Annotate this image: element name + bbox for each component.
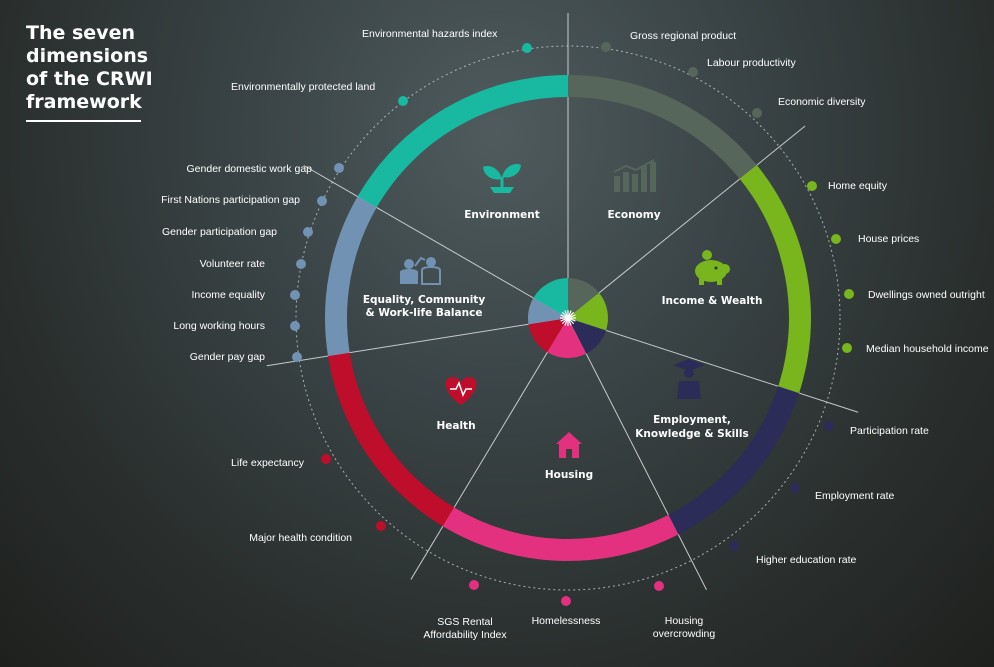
ring-segment-income [739, 165, 811, 394]
dimension-label-health: Health [436, 420, 475, 432]
label-major-health-condition: Major health condition [249, 532, 352, 544]
label-participation-rate: Participation rate [850, 425, 929, 437]
center-slice-health [528, 318, 568, 353]
label-environmental-hazards-index: Environmental hazards index [362, 28, 498, 40]
label-gender-domestic-work-gap: Gender domestic work gap [187, 163, 313, 175]
label-environmentally-protected-land: Environmentally protected land [231, 81, 375, 93]
indicator-dot-housing [561, 596, 571, 606]
ring-segment-equality [325, 196, 377, 357]
label-overcrowding: overcrowding [653, 628, 716, 640]
indicator-dot-health [376, 521, 386, 531]
spoke-environment [303, 165, 569, 319]
heart-pulse-icon [445, 377, 477, 405]
center-slice-equality [528, 298, 568, 325]
diagram-title: The seven dimensions of the CRWI framewo… [26, 22, 153, 113]
indicator-dot-environment [522, 43, 532, 53]
ring-segment-health [327, 352, 455, 527]
indicator-dot-equality [334, 163, 344, 173]
dimension-ring [325, 74, 811, 561]
dimension-label-equality-line1: Equality, Community [363, 294, 486, 306]
dimension-label-income-wealth: Income & Wealth [662, 295, 763, 307]
label-life-expectancy: Life expectancy [231, 457, 305, 469]
label-volunteer-rate: Volunteer rate [200, 258, 266, 270]
dimension-label-economy: Economy [607, 209, 660, 221]
label-first-nations-participation-gap: First Nations participation gap [161, 194, 300, 206]
indicator-dot-equality [290, 321, 300, 331]
label-house-prices: House prices [858, 233, 919, 245]
graduation-icon [673, 359, 705, 399]
dimension-label-employment-line1: Employment, [653, 414, 731, 426]
indicator-dot-economy [752, 108, 762, 118]
dimension-label-equality-line2: & Work-life Balance [366, 307, 483, 319]
ring-segment-economy [568, 75, 757, 179]
spoke-health [410, 317, 569, 580]
spoke-employment [567, 317, 859, 413]
label-sgs-rental: SGS Rental [437, 616, 492, 628]
label-affordability-index: Affordability Index [423, 629, 507, 641]
spoke-equality [266, 317, 569, 367]
label-income-equality: Income equality [191, 289, 265, 301]
indicator-dot-equality [317, 196, 327, 206]
indicator-dot-employment [824, 421, 834, 431]
indicator-dot-environment [398, 96, 408, 106]
label-gender-pay-gap: Gender pay gap [190, 351, 265, 363]
label-employment-rate: Employment rate [815, 490, 895, 502]
indicator-dot-economy [601, 42, 611, 52]
center-slice-employment [568, 318, 607, 354]
center-slice-environment [533, 278, 568, 318]
label-dwellings-owned-outright: Dwellings owned outright [868, 289, 985, 301]
dimension-label-housing: Housing [545, 469, 593, 481]
label-labour-productivity: Labour productivity [707, 57, 796, 69]
indicator-dot-income [807, 181, 817, 191]
label-median-household-income: Median household income [866, 343, 989, 355]
indicator-dot-income [842, 343, 852, 353]
label-long-working-hours: Long working hours [173, 320, 265, 332]
indicator-labels: Environmental hazards index Environmenta… [161, 28, 989, 641]
label-higher-education-rate: Higher education rate [756, 554, 857, 566]
indicator-dot-housing [654, 581, 664, 591]
center-slice-income [568, 292, 608, 331]
dimension-label-employment-line2: Knowledge & Skills [635, 428, 748, 440]
bar-chart-icon [613, 159, 656, 192]
center-slice-housing [547, 318, 587, 359]
label-home-equity: Home equity [828, 180, 888, 192]
people-icon [400, 256, 441, 285]
indicator-dot-income [831, 234, 841, 244]
label-economic-diversity: Economic diversity [778, 96, 866, 108]
indicator-dot-employment [729, 541, 739, 551]
ring-segment-housing [442, 507, 679, 561]
indicator-dot-health [321, 454, 331, 464]
seedling-icon [483, 164, 521, 193]
ring-segment-environment [357, 74, 568, 208]
label-homelessness: Homelessness [532, 615, 601, 627]
indicator-dot-equality [290, 290, 300, 300]
piggy-bank-icon [695, 250, 730, 285]
ring-segment-employment [668, 386, 800, 535]
label-housing: Housing [665, 615, 704, 627]
spokes [266, 13, 859, 590]
indicator-dots [290, 42, 854, 606]
indicator-dot-equality [292, 352, 302, 362]
star-ray [564, 310, 572, 326]
house-icon [556, 432, 582, 458]
center-star [560, 310, 576, 326]
label-gender-participation-gap: Gender participation gap [162, 226, 277, 238]
center-pie [528, 278, 608, 359]
center-slice-economy [568, 278, 600, 318]
indicator-dot-economy [688, 67, 698, 77]
spoke-income [567, 125, 806, 319]
label-gross-regional-product: Gross regional product [630, 30, 736, 42]
indicator-dot-employment [790, 483, 800, 493]
spoke-housing [567, 317, 707, 590]
dimension-label-environment: Environment [464, 209, 540, 221]
title-underline [26, 120, 141, 122]
indicator-dot-housing [469, 580, 479, 590]
indicator-dot-equality [296, 259, 306, 269]
indicator-dot-income [844, 289, 854, 299]
indicator-dot-equality [303, 227, 313, 237]
